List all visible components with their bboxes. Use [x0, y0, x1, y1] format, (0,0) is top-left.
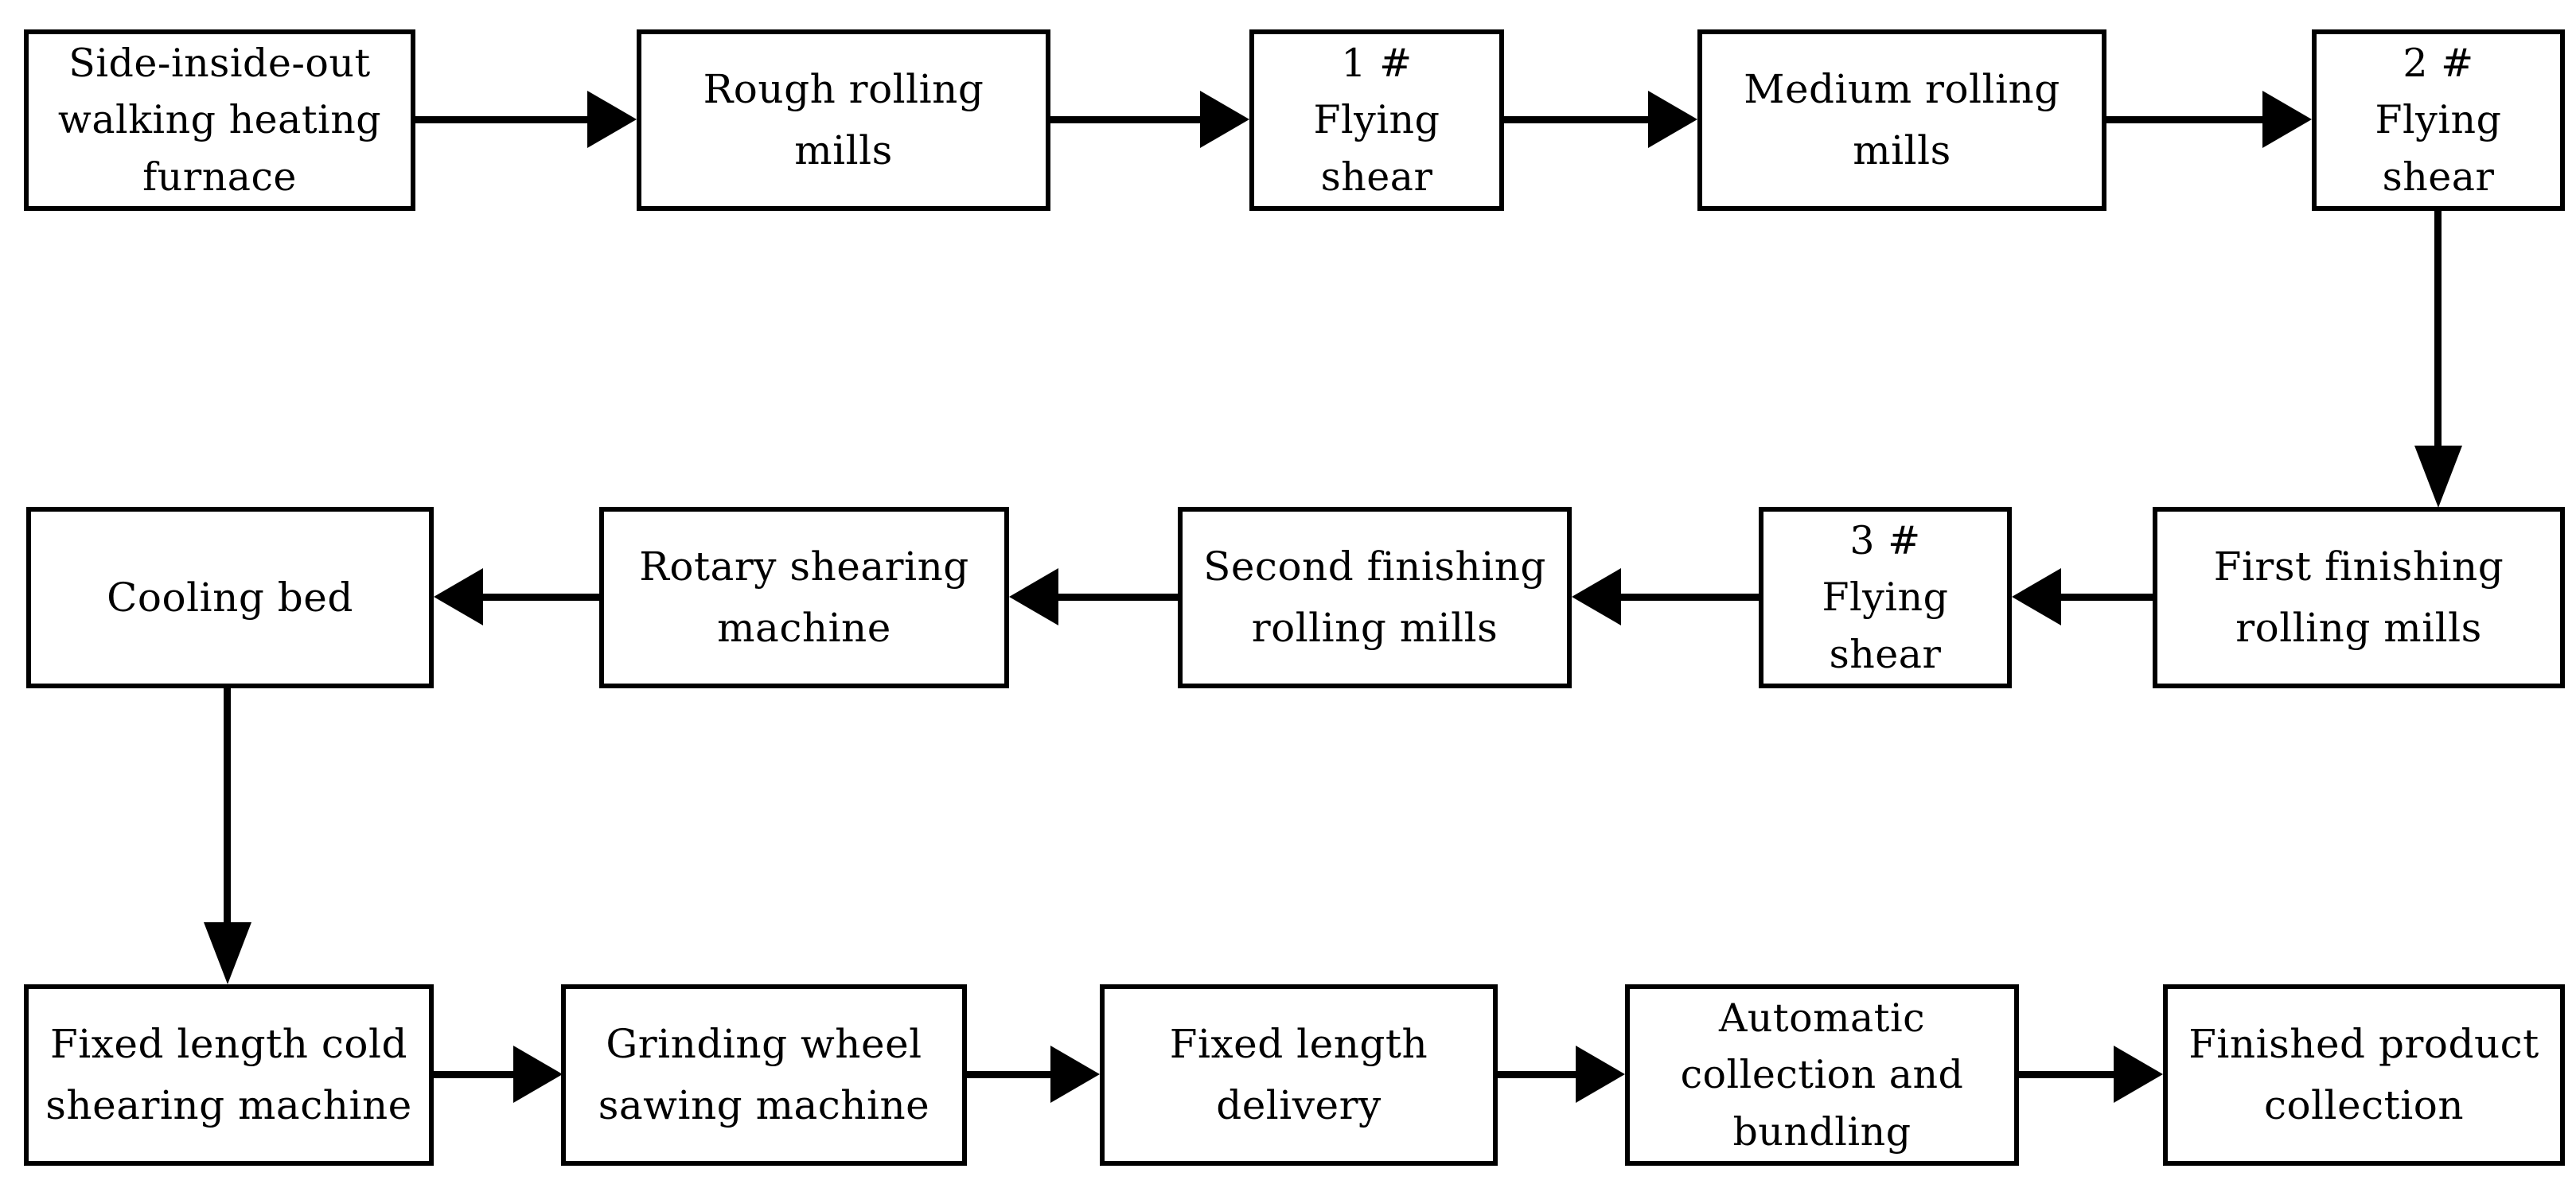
- process-node-fixed-length-delivery[interactable]: Fixed length delivery: [1100, 984, 1498, 1166]
- edge-arrowhead-first-finishing-to-flying-shear-3: [2012, 568, 2061, 625]
- edge-arrow-shaft-rough-rolling-to-flying-shear-1: [1050, 116, 1200, 123]
- edge-arrowhead-second-finishing-to-rotary-shearing: [1009, 568, 1058, 625]
- edge-arrowhead-flying-shear-3-to-second-finishing: [1572, 568, 1621, 625]
- edge-arrowhead-medium-rolling-to-flying-shear-2: [2262, 91, 2312, 148]
- edge-arrowhead-fixed-length-delivery-to-automatic-collection: [1576, 1046, 1625, 1103]
- edge-arrowhead-flying-shear-2-to-first-finishing: [2414, 446, 2462, 508]
- node-label: Medium rolling mills: [1744, 65, 2060, 174]
- process-node-cooling-bed[interactable]: Cooling bed: [26, 507, 434, 688]
- edge-arrow-shaft-flying-shear-3-to-second-finishing: [1621, 594, 1761, 601]
- node-label: Rough rolling mills: [703, 65, 984, 174]
- edge-arrow-shaft-flying-shear-2-to-first-finishing: [2434, 211, 2442, 456]
- edge-arrow-shaft-cold-shearing-to-grinding-wheel-sawing: [434, 1071, 513, 1078]
- edge-arrowhead-automatic-collection-to-finished-product: [2114, 1046, 2163, 1103]
- edge-arrow-shaft-rotary-shearing-to-cooling-bed: [483, 594, 602, 601]
- edge-arrowhead-cooling-bed-to-fixed-length-cold-shearing: [204, 922, 251, 984]
- edge-arrowhead-flying-shear-1-to-medium-rolling: [1648, 91, 1697, 148]
- edge-arrowhead-rotary-shearing-to-cooling-bed: [434, 568, 483, 625]
- edge-arrowhead-rough-rolling-to-flying-shear-1: [1200, 91, 1249, 148]
- node-label: Second finishing rolling mills: [1203, 543, 1546, 652]
- node-label: Automatic collection and bundling: [1680, 995, 1964, 1155]
- node-label: 3 # Flying shear: [1822, 518, 1949, 677]
- node-label: Finished product collection: [2188, 1020, 2539, 1129]
- process-node-flying-shear-1[interactable]: 1 # Flying shear: [1249, 29, 1504, 211]
- node-label: 2 # Flying shear: [2375, 41, 2502, 200]
- edge-arrow-shaft-fixed-length-delivery-to-automatic-collection: [1498, 1071, 1576, 1078]
- process-node-grinding-wheel-sawing-machine[interactable]: Grinding wheel sawing machine: [561, 984, 967, 1166]
- node-label: 1 # Flying shear: [1313, 41, 1440, 200]
- process-node-automatic-collection-and-bundling[interactable]: Automatic collection and bundling: [1625, 984, 2019, 1166]
- node-label: Grinding wheel sawing machine: [598, 1020, 930, 1129]
- edge-arrow-shaft-automatic-collection-to-finished-product: [2019, 1071, 2114, 1078]
- process-node-second-finishing-rolling-mills[interactable]: Second finishing rolling mills: [1178, 507, 1572, 688]
- node-label: Side-inside-out walking heating furnace: [57, 41, 382, 200]
- process-node-rotary-shearing-machine[interactable]: Rotary shearing machine: [599, 507, 1009, 688]
- process-node-first-finishing-rolling-mills[interactable]: First finishing rolling mills: [2153, 507, 2565, 688]
- edge-arrow-shaft-second-finishing-to-rotary-shearing: [1058, 594, 1180, 601]
- node-label: Fixed length cold shearing machine: [45, 1020, 412, 1129]
- process-node-finished-product-collection[interactable]: Finished product collection: [2163, 984, 2565, 1166]
- edge-arrow-shaft-grinding-wheel-sawing-to-fixed-length-delivery: [967, 1071, 1050, 1078]
- edge-arrowhead-cold-shearing-to-grinding-wheel-sawing: [513, 1046, 563, 1103]
- process-node-flying-shear-2[interactable]: 2 # Flying shear: [2312, 29, 2565, 211]
- edge-arrow-shaft-flying-shear-1-to-medium-rolling: [1504, 116, 1648, 123]
- edge-arrow-shaft-first-finishing-to-flying-shear-3: [2061, 594, 2155, 601]
- node-label: Fixed length delivery: [1169, 1020, 1428, 1129]
- edge-arrowhead-furnace-to-rough-rolling: [587, 91, 637, 148]
- process-node-side-inside-out-walking-heating-furnace[interactable]: Side-inside-out walking heating furnace: [24, 29, 415, 211]
- edge-arrow-shaft-medium-rolling-to-flying-shear-2: [2106, 116, 2262, 123]
- edge-arrow-shaft-cooling-bed-to-fixed-length-cold-shearing: [224, 688, 231, 932]
- edge-arrow-shaft-furnace-to-rough-rolling: [415, 116, 587, 123]
- process-node-fixed-length-cold-shearing-machine[interactable]: Fixed length cold shearing machine: [24, 984, 434, 1166]
- node-label: First finishing rolling mills: [2213, 543, 2504, 652]
- node-label: Cooling bed: [107, 575, 353, 621]
- edge-arrowhead-grinding-wheel-sawing-to-fixed-length-delivery: [1050, 1046, 1100, 1103]
- process-node-flying-shear-3[interactable]: 3 # Flying shear: [1759, 507, 2012, 688]
- process-node-medium-rolling-mills[interactable]: Medium rolling mills: [1697, 29, 2106, 211]
- process-node-rough-rolling-mills[interactable]: Rough rolling mills: [637, 29, 1050, 211]
- node-label: Rotary shearing machine: [639, 543, 969, 652]
